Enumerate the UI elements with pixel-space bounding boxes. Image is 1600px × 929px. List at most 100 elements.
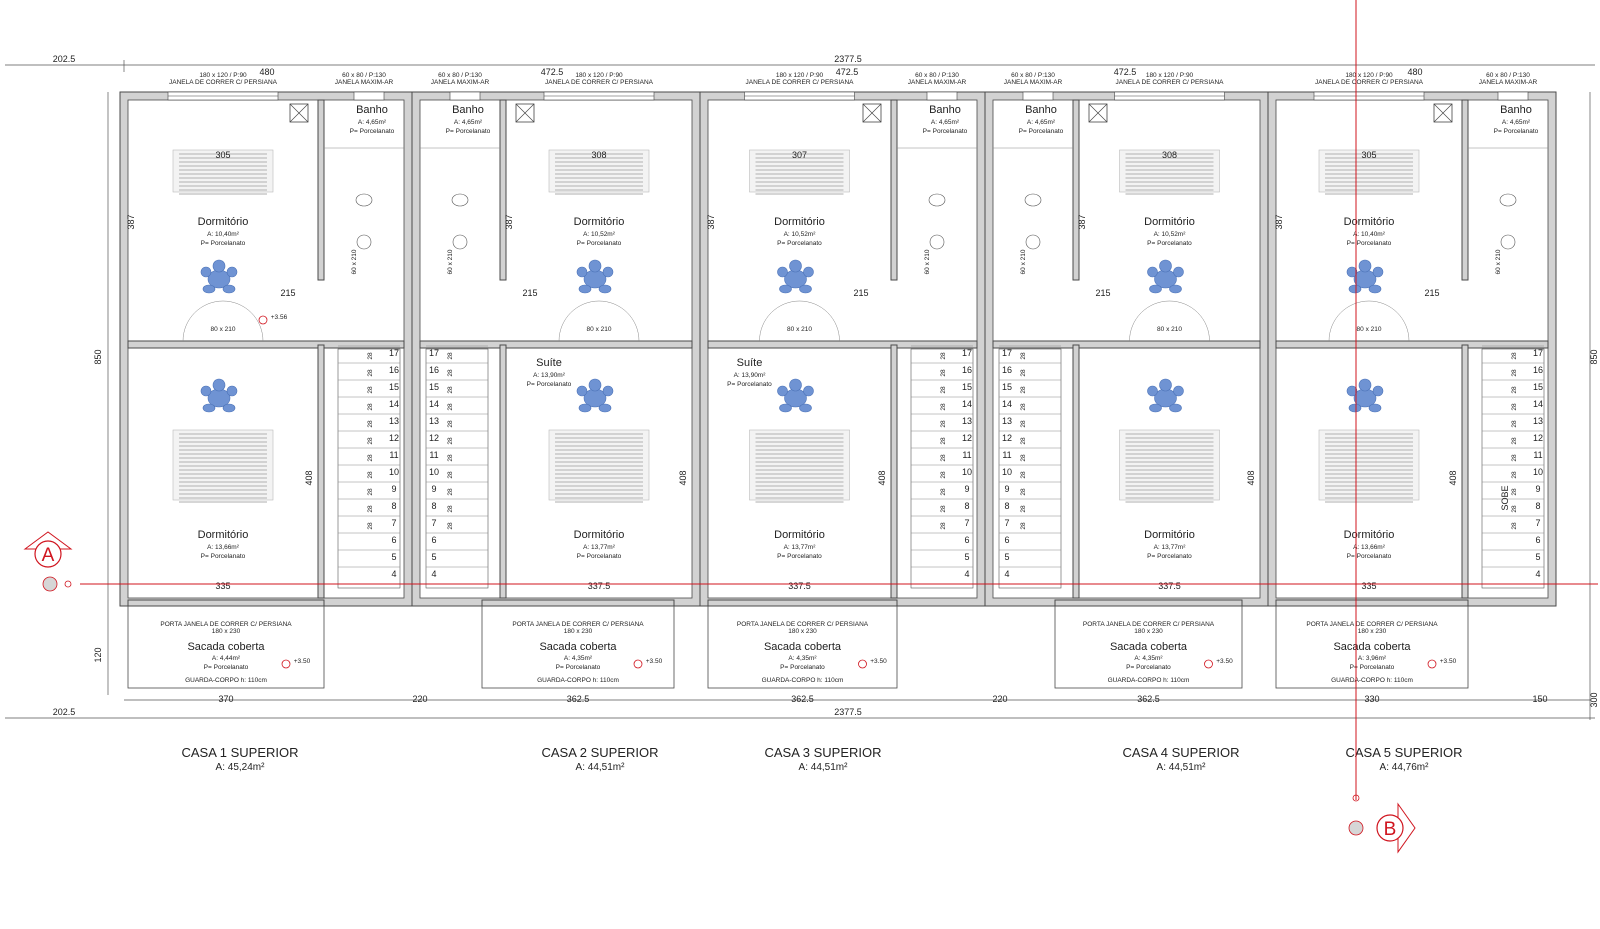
- stair-number: 15: [1533, 382, 1543, 392]
- stair-number: 16: [389, 365, 399, 375]
- level-marker: [258, 315, 268, 325]
- house-1-area: A: 45,24m²: [216, 762, 266, 773]
- room1-floor: P= Porcelanato: [777, 240, 822, 247]
- balcony-area: A: 4,44m²: [212, 655, 241, 662]
- room1-floor: P= Porcelanato: [577, 240, 622, 247]
- stair-number: 11: [962, 450, 971, 460]
- room1-name: Dormitório: [774, 216, 825, 228]
- house-3-title: CASA 3 SUPERIOR: [764, 745, 881, 760]
- stair-tread: 28: [1511, 437, 1518, 445]
- sink-icon: [1500, 234, 1516, 250]
- stair-number: 5: [391, 552, 396, 562]
- stair-wall: [317, 344, 325, 599]
- suite-name: Suíte: [737, 357, 763, 369]
- house-5-area: A: 44,76m²: [1380, 762, 1430, 773]
- stair-number: 10: [1533, 467, 1543, 477]
- sink-icon: [452, 234, 468, 250]
- window-bath: [1497, 91, 1529, 101]
- stair-tread: 28: [1511, 522, 1518, 530]
- sink-icon: [929, 234, 945, 250]
- window-bath-type: JANELA MAXIM-AR: [335, 79, 394, 86]
- window-bath-size: 60 x 80 / P:130: [438, 72, 482, 79]
- stair-number: 6: [1535, 535, 1540, 545]
- room1-name: Dormitório: [574, 216, 625, 228]
- stair-number: 14: [429, 399, 439, 409]
- window-main-type: JANELA DE CORRER C/ PERSIANA: [1315, 79, 1424, 86]
- stair-number: 8: [964, 501, 969, 511]
- balcony-railing: GUARDA-CORPO h: 110cm: [762, 677, 844, 684]
- partition-wall: [1072, 99, 1080, 281]
- window-bath-type: JANELA MAXIM-AR: [908, 79, 967, 86]
- stair-number: 4: [964, 569, 969, 579]
- room1-name: Dormitório: [1344, 216, 1395, 228]
- section-line-a: A: [23, 531, 1598, 592]
- stair-tread: 28: [940, 352, 947, 360]
- stair-tread: 28: [367, 403, 374, 411]
- door-swing-hall: [1129, 300, 1210, 342]
- balcony-area: A: 4,35m²: [788, 655, 817, 662]
- room2-height: 408: [1448, 470, 1458, 485]
- balcony-area: A: 4,35m²: [1134, 655, 1163, 662]
- stair-number: 14: [1002, 399, 1012, 409]
- stair-number: 11: [429, 450, 438, 460]
- window-bath-size: 60 x 80 / P:130: [915, 72, 959, 79]
- stair-number: 12: [1533, 433, 1543, 443]
- stair-wall: [1072, 344, 1080, 599]
- stair-tread: 28: [447, 437, 454, 445]
- door-swing-hall: [558, 300, 640, 342]
- stair-number: 7: [1004, 518, 1009, 528]
- stair-tread: 28: [940, 437, 947, 445]
- stair-number: 6: [391, 535, 396, 545]
- balcony: [481, 605, 675, 689]
- stair-number: 15: [962, 382, 972, 392]
- door-hall-size: 80 x 210: [587, 326, 612, 333]
- stair-tread: 28: [940, 505, 947, 513]
- room1-height: 387: [1274, 214, 1284, 229]
- stair-number: 16: [962, 365, 972, 375]
- bed-room2: [548, 429, 650, 503]
- door-swing-hall: [1328, 300, 1410, 342]
- balcony-door-type: PORTA JANELA DE CORRER C/ PERSIANA: [512, 621, 644, 628]
- door-bath-size: 60 x 210: [924, 249, 931, 274]
- balcony-name: Sacada coberta: [764, 641, 842, 653]
- house-4-area: A: 44,51m²: [1157, 762, 1207, 773]
- door-bath-size: 60 x 210: [447, 249, 454, 274]
- room2-height: 408: [678, 470, 688, 485]
- room2-width: 337.5: [1158, 581, 1181, 591]
- stair-tread: 28: [940, 471, 947, 479]
- stair-number: 8: [1535, 501, 1540, 511]
- balcony-level: +3.50: [1440, 658, 1457, 665]
- section-b-label: B: [1384, 819, 1397, 840]
- room2-floor: P= Porcelanato: [577, 553, 622, 560]
- room2-floor: P= Porcelanato: [777, 553, 822, 560]
- stair-number: 10: [429, 467, 439, 477]
- stair-number: 7: [431, 518, 436, 528]
- bed-room1: [1119, 149, 1220, 195]
- window-bath-type: JANELA MAXIM-AR: [431, 79, 490, 86]
- stair-tread: 28: [1020, 369, 1027, 377]
- room1-area: A: 10,52m²: [784, 231, 817, 238]
- balcony-door-size: 180 x 230: [1134, 628, 1163, 635]
- room2-name: Dormitório: [1344, 529, 1395, 541]
- balcony-name: Sacada coberta: [187, 641, 265, 653]
- stair-tread: 28: [1020, 505, 1027, 513]
- bath-floor: P= Porcelanato: [350, 128, 395, 135]
- room1-height: 387: [1077, 214, 1087, 229]
- room2-name: Dormitório: [574, 529, 625, 541]
- room2-name: Dormitório: [1144, 529, 1195, 541]
- house-top-width: 472.5: [1114, 67, 1137, 77]
- gap-1-2: 220: [412, 694, 427, 704]
- room1-width: 305: [1361, 150, 1376, 160]
- stair-number: 9: [431, 484, 436, 494]
- window-main-type: JANELA DE CORRER C/ PERSIANA: [545, 79, 654, 86]
- window-bath-size: 60 x 80 / P:130: [1011, 72, 1055, 79]
- balcony-railing: GUARDA-CORPO h: 110cm: [537, 677, 619, 684]
- room2-area: A: 13,77m²: [784, 544, 817, 551]
- stair-number: 12: [429, 433, 439, 443]
- balcony-name: Sacada coberta: [539, 641, 617, 653]
- room2-area: A: 13,77m²: [583, 544, 616, 551]
- bath-area: A: 4,65m²: [931, 119, 960, 126]
- person-figure-room2: [1346, 378, 1384, 413]
- stair-number: 16: [1002, 365, 1012, 375]
